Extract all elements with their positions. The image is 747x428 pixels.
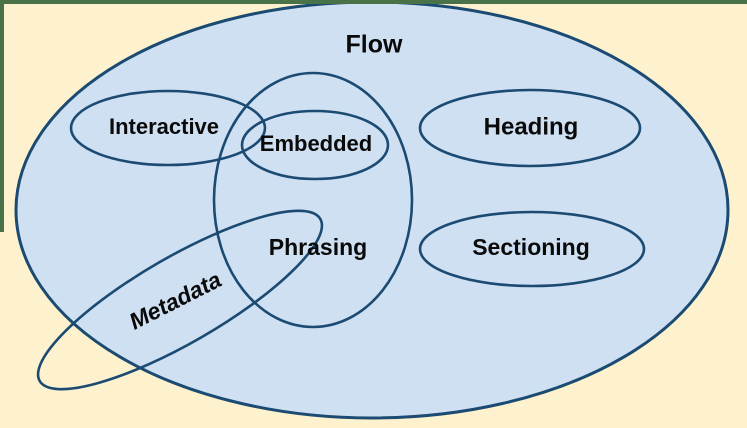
set-label-sectioning: Sectioning [472, 234, 590, 260]
set-ellipse-metadata[interactable] [18, 182, 342, 418]
set-ellipse-interactive[interactable] [69, 89, 267, 167]
set-label-flow: Flow [346, 31, 403, 59]
set-ellipse-flow[interactable] [14, 0, 730, 420]
set-label-heading: Heading [484, 113, 579, 140]
set-ellipse-embedded[interactable] [240, 109, 390, 181]
set-ellipse-heading[interactable] [418, 88, 642, 168]
frame-border-top [0, 0, 747, 4]
set-ellipse-sectioning[interactable] [418, 210, 646, 288]
frame-border-left [0, 0, 4, 232]
set-label-embedded: Embedded [260, 131, 372, 156]
set-label-interactive: Interactive [109, 114, 219, 139]
set-ellipse-phrasing[interactable] [212, 71, 414, 329]
set-label-phrasing: Phrasing [269, 234, 367, 260]
